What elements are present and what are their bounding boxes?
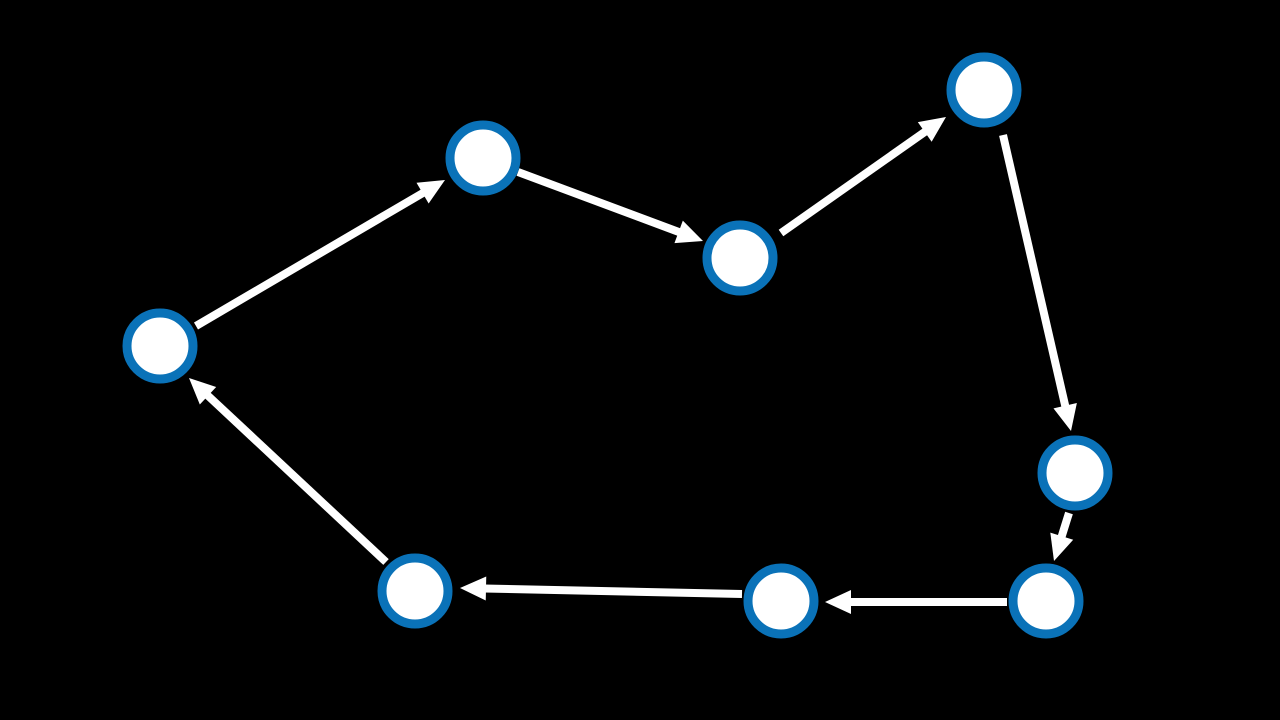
node-circle[interactable]: [702, 220, 778, 296]
node-circle[interactable]: [946, 52, 1022, 128]
edge-shaft: [999, 134, 1070, 409]
edge-n8-to-n1: [189, 378, 389, 565]
graph-node-n6[interactable]: [1008, 563, 1084, 639]
graph-node-n2[interactable]: [445, 120, 521, 196]
edge-n6-to-n7: [825, 590, 1007, 614]
edge-shaft: [193, 188, 427, 330]
arrowhead-icon: [917, 117, 946, 142]
arrowhead-icon: [189, 378, 217, 405]
edge-shaft: [483, 584, 743, 598]
edge-n1-to-n2: [193, 180, 445, 330]
arrowhead-icon: [416, 180, 445, 204]
edge-n5-to-n6: [1050, 511, 1074, 561]
graph-node-n1[interactable]: [122, 308, 198, 384]
node-circle[interactable]: [1008, 563, 1084, 639]
node-circle[interactable]: [122, 308, 198, 384]
node-circle[interactable]: [445, 120, 521, 196]
arrowhead-icon: [460, 576, 487, 601]
node-circle[interactable]: [1037, 435, 1113, 511]
graph-node-n7[interactable]: [743, 563, 819, 639]
graph-node-n5[interactable]: [1037, 435, 1113, 511]
edge-n3-to-n4: [778, 117, 946, 237]
edge-shaft: [516, 168, 682, 237]
edge-shaft: [203, 391, 389, 565]
arrowhead-icon: [1053, 402, 1077, 431]
edge-n7-to-n8: [460, 576, 743, 601]
edge-shaft: [778, 127, 929, 237]
edge-shaft: [1057, 511, 1073, 540]
graph-node-n4[interactable]: [946, 52, 1022, 128]
edges-layer: [189, 117, 1077, 614]
graph-node-n3[interactable]: [702, 220, 778, 296]
node-circle[interactable]: [377, 553, 453, 629]
graph-node-n8[interactable]: [377, 553, 453, 629]
edge-n2-to-n3: [516, 168, 703, 244]
node-circle[interactable]: [743, 563, 819, 639]
arrowhead-icon: [1050, 532, 1074, 561]
arrowhead-icon: [674, 220, 703, 244]
edge-n4-to-n5: [999, 134, 1077, 431]
arrowhead-icon: [825, 590, 851, 614]
nodes-layer: [122, 52, 1113, 639]
